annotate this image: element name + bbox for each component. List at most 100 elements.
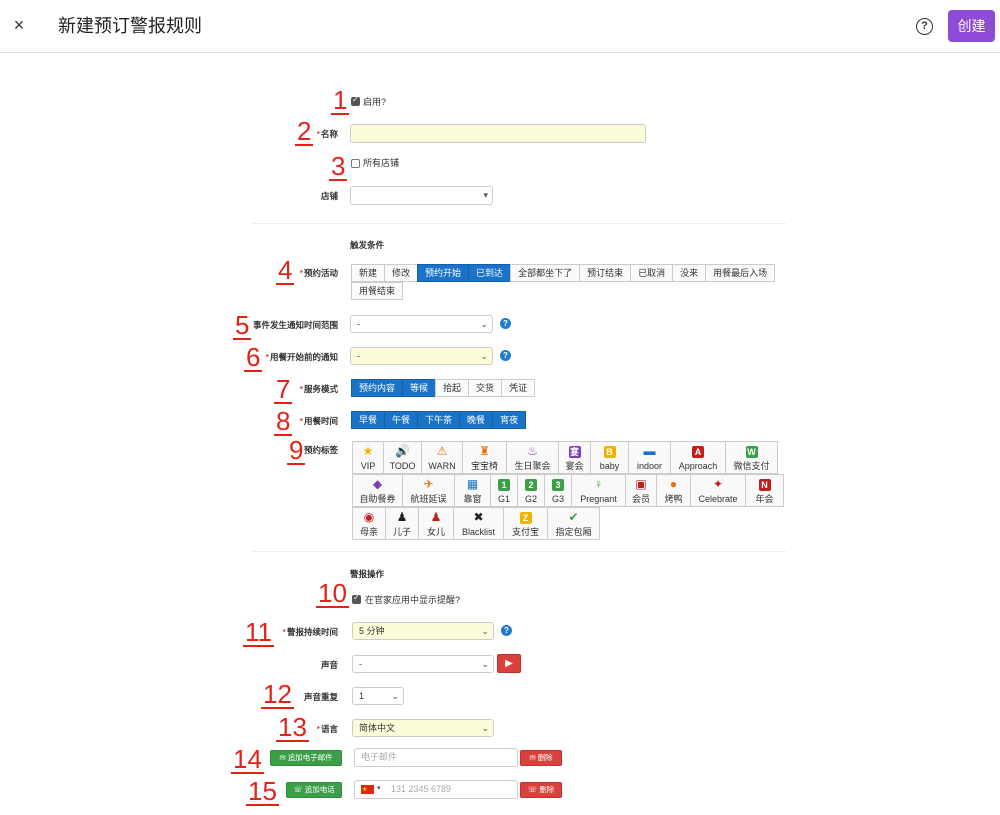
tag-option[interactable]: ✔指定包厢: [547, 507, 600, 540]
service-option[interactable]: 交货: [468, 379, 503, 397]
tag-option[interactable]: ●烤鸭: [656, 474, 691, 507]
service-option[interactable]: 凭证: [501, 379, 536, 397]
email-input[interactable]: 电子邮件: [354, 748, 518, 767]
activity-option[interactable]: 已取消: [630, 264, 674, 282]
top-bar: × 新建预订警报规则 ? 创建: [0, 0, 1000, 53]
chevron-down-icon: ⌄: [481, 659, 489, 669]
activity-option[interactable]: 用餐最后入场: [705, 264, 776, 282]
activity-option[interactable]: 预订结束: [579, 264, 632, 282]
tag-option[interactable]: ▬indoor: [628, 441, 671, 474]
activity-option[interactable]: 用餐结束: [351, 282, 404, 300]
help-icon[interactable]: ?: [916, 18, 933, 35]
before-meal-select[interactable]: -⌄: [350, 347, 493, 365]
tag-option[interactable]: ◉母亲: [352, 507, 386, 540]
tag-option[interactable]: ♟女儿: [418, 507, 454, 540]
event-range-label: 事件发生通知时间范围: [252, 320, 338, 330]
delete-phone-button[interactable]: ☏ 删除: [520, 782, 562, 798]
tag-option[interactable]: ✦Celebrate: [690, 474, 746, 507]
tag-option[interactable]: 🔊TODO: [383, 441, 422, 474]
help-icon[interactable]: ?: [500, 318, 511, 329]
annotation-1: 1: [330, 85, 351, 115]
phone-input[interactable]: ★ ▾ 131 2345 6789: [354, 780, 518, 799]
all-stores-checkbox[interactable]: [351, 159, 360, 168]
meal-option[interactable]: 午餐: [384, 411, 419, 429]
tag-option[interactable]: 宴宴会: [558, 441, 591, 474]
activity-option[interactable]: 全部都坐下了: [510, 264, 581, 282]
activity-option[interactable]: 新建: [351, 264, 386, 282]
tag-icon: ♀: [594, 477, 603, 491]
tag-icon: ▦: [466, 477, 479, 491]
language-select[interactable]: 简体中文⌄: [352, 719, 494, 737]
meal-option[interactable]: 下午茶: [417, 411, 461, 429]
tag-option[interactable]: ▣会员: [625, 474, 657, 507]
event-range-select[interactable]: -⌄: [350, 315, 493, 333]
tag-icon: ▣: [635, 477, 647, 491]
tag-option[interactable]: ♨生日聚会: [506, 441, 559, 474]
tag-option[interactable]: ♀Pregnant: [571, 474, 626, 507]
play-icon[interactable]: ▶: [497, 654, 521, 673]
show-in-app-label: 在官家应用中显示提醒?: [365, 595, 461, 605]
meal-button-group: 早餐午餐下午茶晚餐宵夜: [351, 411, 652, 429]
chevron-down-icon: ⌄: [480, 351, 488, 361]
repeat-select[interactable]: 1⌄: [352, 687, 404, 705]
help-icon[interactable]: ?: [501, 625, 512, 636]
meal-option[interactable]: 早餐: [351, 411, 386, 429]
name-input[interactable]: [350, 124, 646, 143]
store-select[interactable]: ▾: [350, 186, 493, 205]
tag-icon: 宴: [568, 445, 581, 458]
meal-option[interactable]: 宵夜: [492, 411, 527, 429]
activity-button-group: 新建修改预约开始已到达全部都坐下了预订结束已取消没来用餐最后入场用餐结束: [351, 264, 786, 300]
enabled-checkbox[interactable]: [351, 95, 360, 106]
tag-option[interactable]: ⚠WARN: [421, 441, 463, 474]
create-button[interactable]: 创建: [948, 10, 995, 42]
add-email-button[interactable]: ✉ 追加电子邮件: [270, 750, 342, 766]
tag-icon: ⚠: [436, 444, 448, 458]
tag-label: 指定包厢: [555, 527, 592, 537]
tag-option[interactable]: ✖Blacklist: [453, 507, 504, 540]
activity-option[interactable]: 预约开始: [417, 264, 470, 282]
show-in-app-checkbox[interactable]: [352, 593, 361, 604]
tag-label: 女儿: [426, 527, 445, 537]
tag-option[interactable]: ◆自助餐券: [352, 474, 403, 507]
tag-label: Celebrate: [698, 494, 738, 504]
tag-label: G1: [497, 494, 510, 504]
store-label: 店铺: [320, 191, 338, 201]
duration-select[interactable]: 5 分钟⌄: [352, 622, 494, 640]
tag-option[interactable]: ♟儿子: [385, 507, 419, 540]
tag-label: 宴会: [565, 461, 584, 471]
divider: [252, 223, 786, 224]
activity-option[interactable]: 没来: [672, 264, 707, 282]
activity-option[interactable]: 已到达: [468, 264, 512, 282]
service-option[interactable]: 拾起: [435, 379, 470, 397]
tag-label: 自助餐券: [359, 494, 396, 504]
service-option[interactable]: 预约内容: [351, 379, 404, 397]
activity-option[interactable]: 修改: [384, 264, 419, 282]
tag-option[interactable]: ✈航班延误: [402, 474, 455, 507]
help-icon[interactable]: ?: [500, 350, 511, 361]
tag-option[interactable]: ♜宝宝椅: [462, 441, 507, 474]
close-icon[interactable]: ×: [13, 15, 25, 35]
service-option[interactable]: 等候: [402, 379, 437, 397]
annotation-8: 8: [273, 406, 294, 436]
delete-email-button[interactable]: ✉ 删除: [520, 750, 562, 766]
chevron-down-icon[interactable]: ▾: [377, 785, 381, 792]
tag-option[interactable]: ★VIP: [352, 441, 384, 474]
meal-option[interactable]: 晚餐: [459, 411, 494, 429]
china-flag-icon[interactable]: ★: [361, 785, 374, 794]
chevron-down-icon: ⌄: [391, 691, 399, 701]
annotation-5: 5: [232, 310, 253, 340]
tag-label: 母亲: [359, 527, 378, 537]
add-phone-button[interactable]: ☏ 追加电话: [286, 782, 342, 798]
tag-icon: ♨: [527, 444, 538, 458]
tag-option[interactable]: ▦靠窗: [454, 474, 491, 507]
sound-select[interactable]: -⌄: [352, 655, 494, 673]
tag-label: 儿子: [392, 527, 411, 537]
